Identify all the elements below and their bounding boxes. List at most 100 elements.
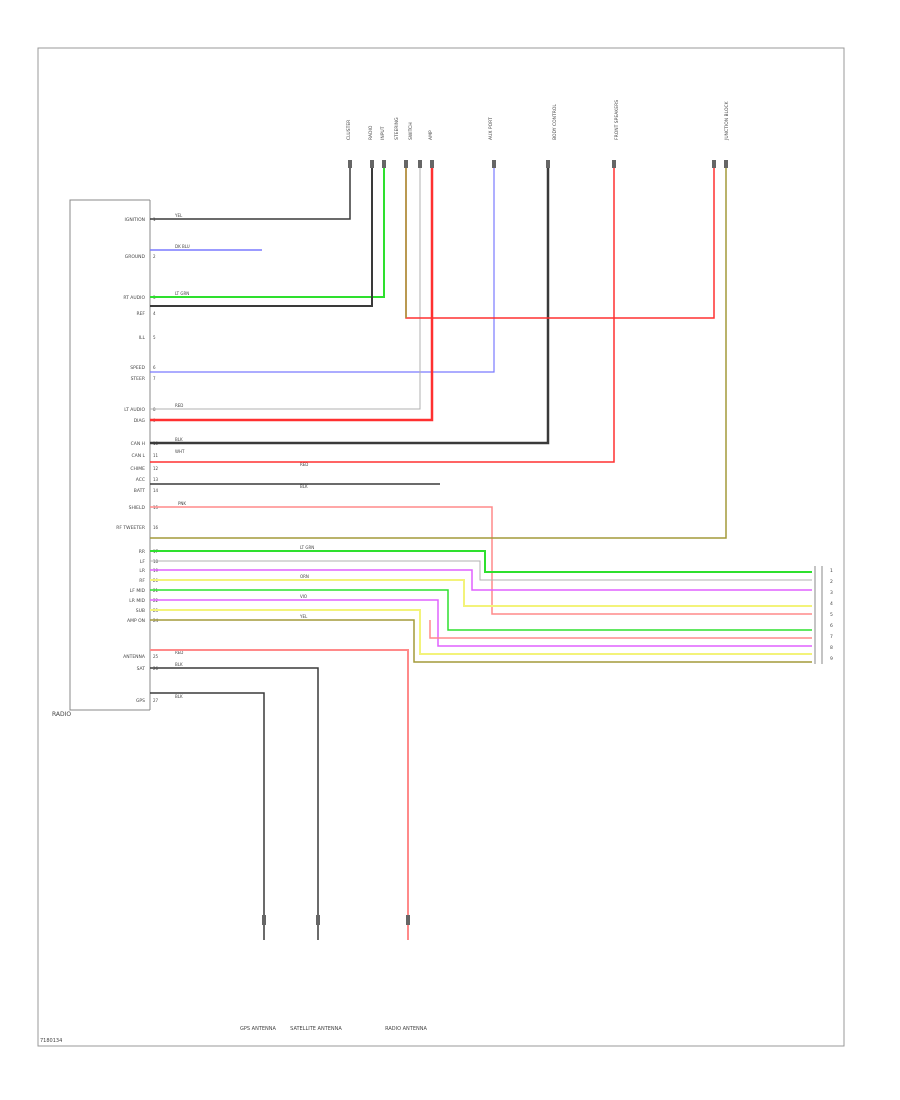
lt-audio-high-wire (150, 165, 434, 422)
radio-module-box (69, 199, 150, 711)
connector-mark (430, 160, 434, 168)
rf-speaker-wire (150, 579, 812, 607)
sat-antenna-wire (150, 667, 319, 940)
top-connector-label: AUX PORT (488, 117, 494, 140)
can-high-wire (150, 165, 550, 445)
wire-code-label: RED (175, 650, 183, 655)
top-connector-label: JUNCTION BLOCK (724, 100, 730, 141)
top-connector-label: BODY CONTROL (552, 104, 558, 140)
pin-label: LR (139, 568, 145, 574)
connector-mark (418, 160, 422, 168)
connector-mark (262, 915, 266, 925)
page-marker: 5 (830, 612, 833, 618)
batt-wire (150, 165, 727, 539)
wire-code-label: BLK (175, 662, 183, 667)
lf-speaker-wire (150, 560, 812, 581)
connector-mark (404, 160, 408, 168)
pin-label: LT AUDIO (124, 407, 145, 413)
pin-number: 27 (153, 698, 159, 703)
pin-label: LF MID (130, 588, 146, 594)
wire-code-label: LT GRN (175, 291, 189, 296)
pin-label: ILL (139, 335, 146, 341)
top-connector-label: AMP (428, 130, 434, 140)
page-marker: 8 (830, 645, 833, 651)
wire-code-label: BLK (175, 437, 183, 442)
satellite-antenna-label: SATELLITE ANTENNA (290, 1026, 342, 1032)
wire-code-label: WHT (175, 449, 185, 454)
pin-label: ACC (136, 477, 145, 483)
pin-label: SPEED (130, 365, 145, 371)
radio-module-label: RADIO (52, 711, 71, 718)
gps-antenna-wire (150, 692, 265, 940)
wire-code-label: VIO (300, 594, 307, 599)
wire-code-label: BLK (300, 484, 308, 489)
radio-antenna-label: RADIO ANTENNA (385, 1026, 427, 1032)
pin-label: BATT (134, 488, 145, 494)
connector-mark (382, 160, 386, 168)
top-connector-label: SWITCH (408, 122, 414, 140)
ignition-wire (150, 165, 351, 220)
connector-mark (612, 160, 616, 168)
connector-mark (724, 160, 728, 168)
connector-mark (348, 160, 352, 168)
page-marker: 2 (830, 579, 833, 585)
top-connector-label: FRONT SPEAKERS (614, 100, 620, 140)
wire-code-label: ORN (300, 574, 309, 579)
pin-label: LF (140, 559, 146, 565)
wire-code-label: DK BLU (175, 244, 190, 249)
pin-label: GROUND (125, 254, 146, 260)
figure-code: 7180134 (40, 1038, 62, 1044)
wire-group (150, 160, 812, 940)
wire-code-label: YEL (174, 213, 183, 218)
steering-ref-wire (150, 165, 495, 373)
pin-number: 4 (153, 311, 156, 316)
lt-audio-low-wire (150, 165, 421, 410)
top-connector-label: CLUSTER (346, 120, 352, 140)
wire-code-label: YEL (299, 614, 308, 619)
top-connector-label: INPUT (380, 126, 386, 140)
pin-number: 5 (153, 335, 156, 340)
lf-mid-wire (150, 589, 812, 631)
pin-label: ANTENNA (123, 654, 146, 660)
connector-mark (546, 160, 550, 168)
pin-number: 11 (153, 453, 159, 458)
top-connector-label: RADIO (368, 125, 374, 140)
page-marker: 9 (830, 656, 833, 662)
wire-code-label: RED (300, 462, 308, 467)
pin-label: RT AUDIO (123, 295, 145, 301)
lr-mid-wire (150, 599, 812, 647)
wire-code-label: LT GRN (300, 545, 314, 550)
pin-label: LR MID (129, 598, 145, 604)
lr-speaker-wire (150, 569, 812, 591)
pin-label: CAN L (131, 453, 145, 459)
radio-antenna-wire (150, 649, 409, 940)
sub-wire (150, 609, 812, 655)
pin-label: SHIELD (129, 505, 146, 511)
pin-number: 25 (153, 654, 159, 659)
top-connector-label: STEERING (394, 117, 400, 140)
pin-label: REF (136, 311, 145, 317)
connector-mark (370, 160, 374, 168)
connector-mark (316, 915, 320, 925)
shield-wire (150, 506, 812, 615)
wire-code-label: RED (175, 403, 183, 408)
pin-number: 6 (153, 365, 156, 370)
rt-audio-low-wire (150, 165, 373, 307)
junction-feed-wire (405, 165, 715, 319)
pin-label: STEER (131, 376, 145, 382)
pin-label: AMP ON (127, 618, 145, 624)
pin-label: CHIME (130, 466, 145, 472)
pin-number: 7 (153, 376, 156, 381)
pin-label: IGNITION (125, 217, 146, 223)
connector-mark (492, 160, 496, 168)
top-connector-group: CLUSTER RADIO INPUT STEERING SWITCH AMP AUX PO… (174, 100, 730, 699)
page-marker: 4 (830, 601, 833, 607)
pin-label: SUB (136, 608, 145, 614)
connector-mark (406, 915, 410, 925)
page-marker: 1 (830, 568, 833, 574)
page-marker: 3 (830, 590, 833, 596)
pin-number: 2 (153, 254, 156, 259)
